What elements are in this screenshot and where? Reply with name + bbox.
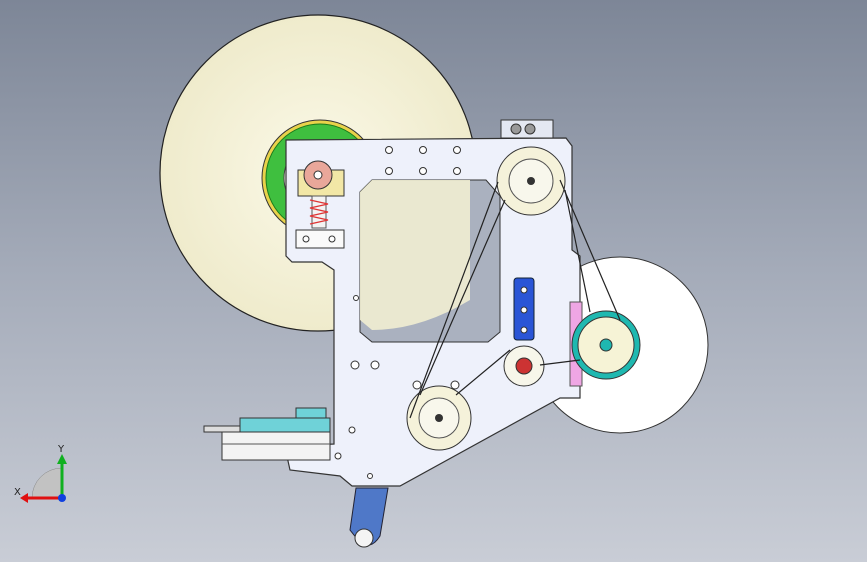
- lower-roller-icon[interactable]: [406, 385, 472, 451]
- mounting-plate-icon[interactable]: [285, 137, 581, 487]
- axis-triad: Y X: [14, 444, 67, 503]
- rewind-hub-icon[interactable]: [571, 310, 641, 380]
- arm-icon[interactable]: [349, 487, 389, 548]
- y-arrow-icon: [57, 454, 67, 464]
- sensor-bracket-icon[interactable]: [500, 119, 554, 139]
- spring-icon[interactable]: [295, 160, 345, 249]
- z-axis-icon: [58, 494, 66, 502]
- triad-y-label: Y: [57, 444, 65, 455]
- slot-icon[interactable]: [513, 277, 535, 341]
- nip-roller-icon[interactable]: [503, 345, 545, 387]
- triad-x-label: X: [14, 487, 21, 498]
- top-roller-icon[interactable]: [496, 146, 566, 216]
- pneumatic-cylinder-icon[interactable]: [203, 407, 331, 461]
- x-arrow-icon: [20, 493, 28, 503]
- web-path: [409, 179, 621, 419]
